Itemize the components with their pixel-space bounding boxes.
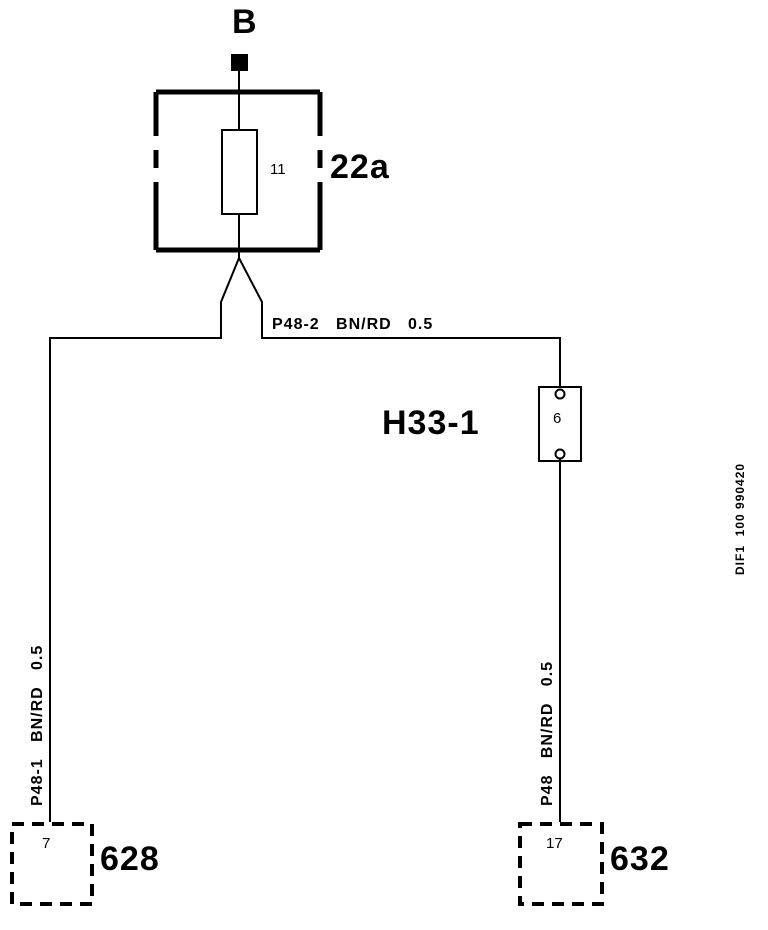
component-632-box [518,822,604,906]
fuse-element [221,129,258,215]
fuse-box-id: 22a [330,148,390,186]
component-632-pin: 17 [546,835,563,852]
supply-terminal [231,54,248,71]
component-628-pin: 7 [42,835,50,852]
component-632-id: 632 [610,840,670,878]
connector-h33-pin: 6 [553,410,561,427]
wire-right-upper [238,257,561,390]
connector-h33-top-pin [554,388,566,400]
supply-label: B [232,3,258,41]
wire-left [49,257,240,822]
wire-right-label: P48 BN/RD 0.5 [539,661,556,806]
fuse-number: 11 [270,161,286,178]
wire-left-label: P48-1 BN/RD 0.5 [29,645,46,806]
connector-h33-bottom-pin [554,448,566,460]
component-628-id: 628 [100,840,160,878]
wire-top-label: P48-2 BN/RD 0.5 [272,316,433,333]
component-628-box [10,822,94,906]
connector-h33-id: H33-1 [382,404,480,442]
reference-code: DIF1 100 990420 [733,463,747,575]
